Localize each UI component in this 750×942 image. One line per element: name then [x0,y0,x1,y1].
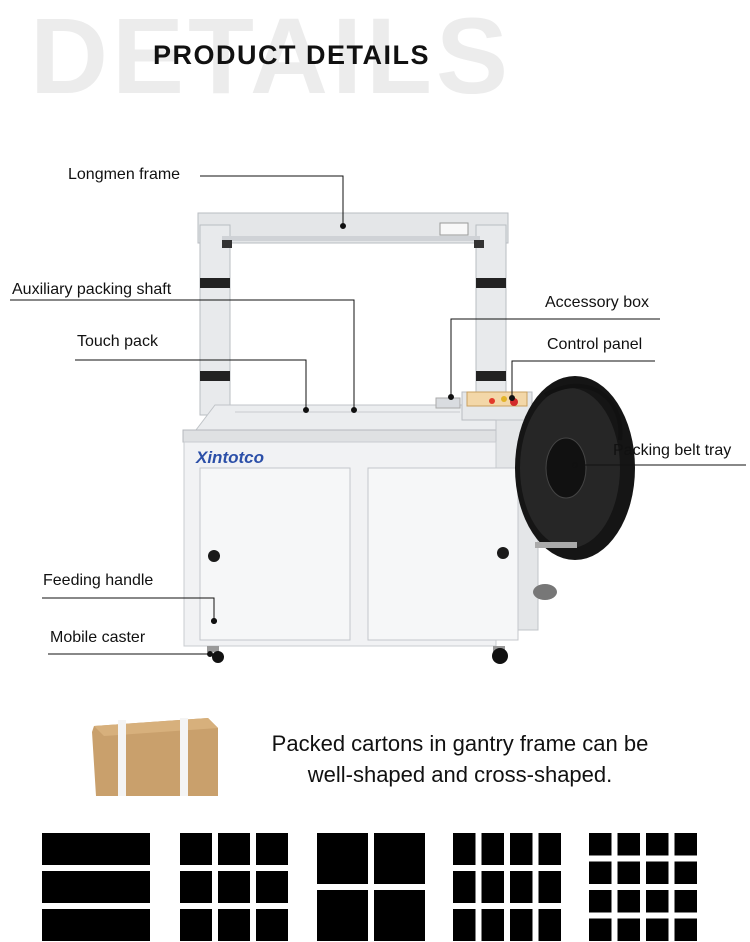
strapping-machine-illustration [182,212,635,664]
pattern-cell [674,861,697,884]
label-auxiliary-packing-shaft: Auxiliary packing shaft [12,281,172,298]
strap-pattern-4 [453,833,561,941]
brand-logo: Xintotco [196,448,264,467]
pattern-cell [317,833,368,884]
pattern-cell [180,833,212,865]
pattern-cell [218,833,250,865]
pattern-cell [589,833,612,856]
pattern-cell [481,909,504,941]
pattern-cell [481,871,504,903]
pattern-cell [256,871,288,903]
pattern-cell [510,871,533,903]
strap-pattern-2 [180,833,288,941]
pattern-cell [538,833,561,865]
pattern-cell [510,909,533,941]
pattern-cell [646,861,669,884]
pattern-cell [374,833,425,884]
pattern-cell [453,833,476,865]
pattern-cell [42,909,150,941]
pattern-cell [617,861,640,884]
pattern-cell [538,871,561,903]
pattern-cell [218,871,250,903]
page-title: PRODUCT DETAILS [153,40,430,70]
pattern-cell [538,909,561,941]
leader-lines [10,175,746,657]
caption-line-2: well-shaped and cross-shaped. [307,762,613,787]
label-mobile-caster: Mobile caster [50,629,146,646]
pattern-cell [674,833,697,856]
pattern-cell [42,871,150,903]
pattern-cell [481,833,504,865]
packing-caption: Packed cartons in gantry frame can be we… [230,728,690,790]
label-accessory-box: Accessory box [545,294,650,311]
pattern-cell [256,833,288,865]
pattern-cell [317,890,368,941]
watermark-text: DETAILS [30,0,512,116]
pattern-cell [617,918,640,941]
pattern-cell [453,871,476,903]
pattern-cell [453,909,476,941]
packed-carton-image [92,718,218,796]
label-feeding-handle: Feeding handle [43,572,154,589]
pattern-cell [674,918,697,941]
strap-pattern-1 [42,833,150,941]
pattern-cell [180,871,212,903]
pattern-cell [180,909,212,941]
pattern-cell [674,890,697,913]
longmen-frame-graphic [197,212,509,416]
pattern-cell [589,918,612,941]
pattern-cell [589,890,612,913]
pattern-cell [646,833,669,856]
pattern-cell [510,833,533,865]
pattern-cell [617,890,640,913]
pattern-cell [256,909,288,941]
pattern-cell [646,890,669,913]
strap-pattern-3 [317,833,425,941]
caption-line-1: Packed cartons in gantry frame can be [271,731,649,756]
label-packing-belt-tray: Packing belt tray [613,442,732,459]
pattern-cell [42,833,150,865]
pattern-cell [374,890,425,941]
label-longmen-frame: Longmen frame [68,166,181,183]
strap-pattern-5 [589,833,697,941]
pattern-cell [646,918,669,941]
label-touch-pack: Touch pack [77,333,158,350]
pattern-cell [589,861,612,884]
label-control-panel: Control panel [547,336,643,353]
pattern-cell [617,833,640,856]
pattern-cell [218,909,250,941]
